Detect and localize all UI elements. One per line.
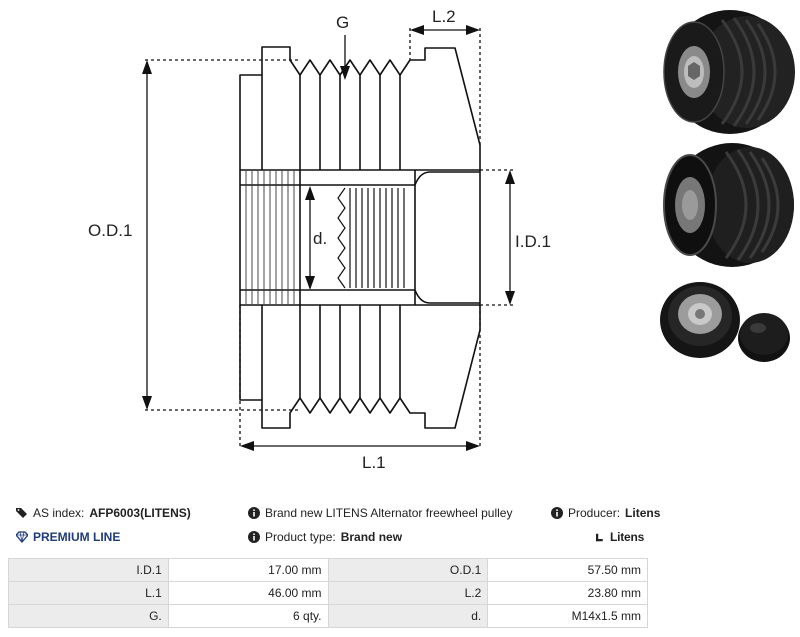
diamond-icon xyxy=(16,531,28,543)
table-row: G. 6 qty. d. M14x1.5 mm xyxy=(8,604,648,628)
product-info: AS index: AFP6003(LITENS) Brand new LITE… xyxy=(0,500,800,560)
spec-value: 46.00 mm xyxy=(167,581,329,605)
pulley-profile-bottom xyxy=(239,305,481,429)
label-l2: L.2 xyxy=(432,7,456,26)
info-icon xyxy=(248,507,260,519)
spec-key: I.D.1 xyxy=(8,558,169,582)
producer-label: Producer: xyxy=(568,506,621,520)
label-id1: I.D.1 xyxy=(515,232,551,251)
spec-value: 57.50 mm xyxy=(487,558,648,582)
table-row: I.D.1 17.00 mm O.D.1 57.50 mm xyxy=(8,558,648,582)
spec-value: 23.80 mm xyxy=(487,581,648,605)
product-type: Product type: Brand new xyxy=(248,530,402,544)
spec-key: G. xyxy=(8,604,169,628)
label-g: G xyxy=(336,13,349,32)
spec-key: L.2 xyxy=(327,581,489,605)
pulley-with-cap-photo xyxy=(660,282,790,362)
spec-key: O.D.1 xyxy=(327,558,489,582)
pulley-front-photo xyxy=(663,10,795,134)
description-text: Brand new LITENS Alternator freewheel pu… xyxy=(265,506,513,520)
brand-logo: Litens xyxy=(596,530,644,544)
as-index: AS index: AFP6003(LITENS) xyxy=(16,506,191,520)
brand-logo-text: Litens xyxy=(610,530,645,544)
producer-value: Litens xyxy=(625,506,661,520)
product-type-label: Product type: xyxy=(265,530,336,544)
label-d: d. xyxy=(313,229,327,248)
label-l1: L.1 xyxy=(362,453,386,472)
pulley-side-photo xyxy=(663,143,794,267)
info-icon xyxy=(551,507,563,519)
spec-key: d. xyxy=(327,604,489,628)
description: Brand new LITENS Alternator freewheel pu… xyxy=(248,506,512,520)
spec-value: M14x1.5 mm xyxy=(487,604,648,628)
as-index-label: AS index: xyxy=(33,506,85,520)
pulley-profile xyxy=(239,46,481,170)
label-od1: O.D.1 xyxy=(88,221,132,240)
litens-logo-icon xyxy=(596,533,603,541)
premium-line: PREMIUM LINE xyxy=(16,530,120,544)
spec-key: L.1 xyxy=(8,581,169,605)
table-row: L.1 46.00 mm L.2 23.80 mm xyxy=(8,581,648,605)
product-photos xyxy=(660,10,795,362)
producer: Producer: Litens xyxy=(551,506,660,520)
spec-value: 17.00 mm xyxy=(167,558,329,582)
product-type-value: Brand new xyxy=(340,530,403,544)
info-icon xyxy=(248,531,260,543)
tags-icon xyxy=(16,508,27,518)
as-index-value: AFP6003(LITENS) xyxy=(89,506,191,520)
technical-drawing: G L.2 O.D.1 I.D.1 d. L.1 xyxy=(88,7,551,472)
specs-table: I.D.1 17.00 mm O.D.1 57.50 mm L.1 46.00 … xyxy=(8,558,648,628)
spec-value: 6 qty. xyxy=(167,604,329,628)
premium-line-text: PREMIUM LINE xyxy=(33,530,121,544)
